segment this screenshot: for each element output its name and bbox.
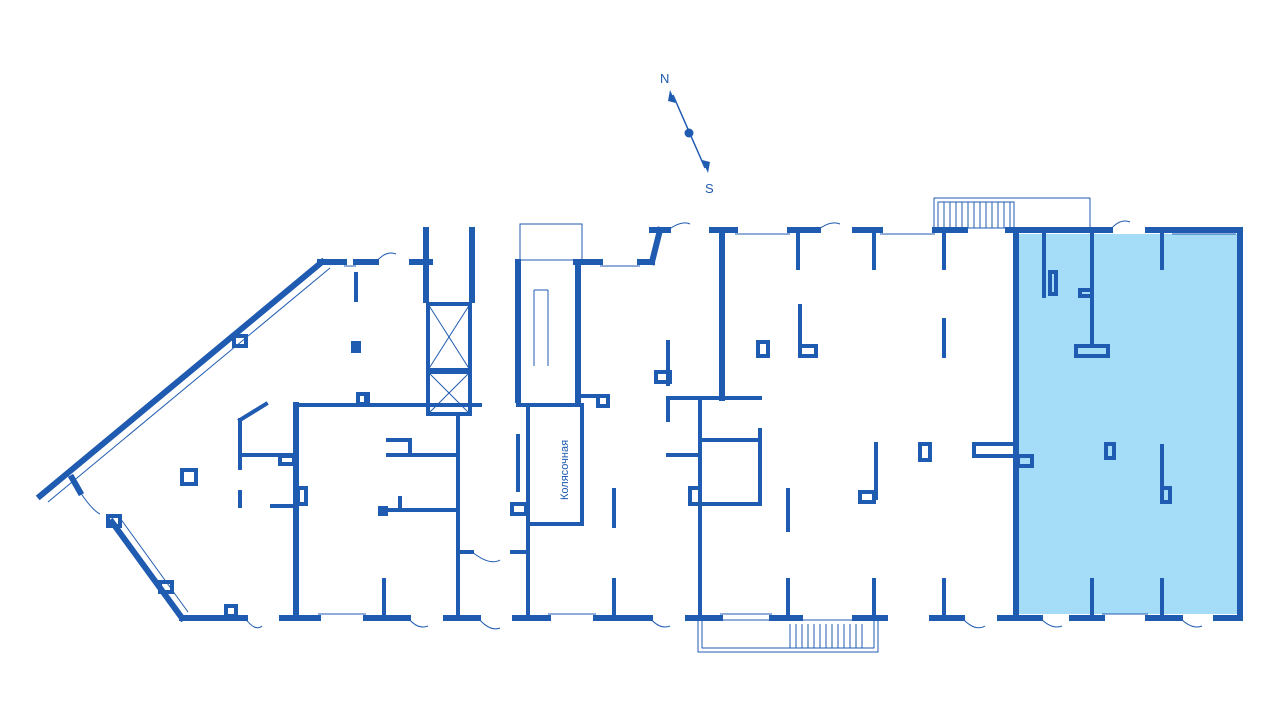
compass-north-label: N: [660, 71, 669, 86]
elevator-shafts: [423, 227, 475, 416]
compass-south-label: S: [705, 181, 714, 196]
stroller-room-label: Колясочная: [559, 440, 571, 500]
interior-walls: [237, 227, 1164, 621]
columns: [106, 270, 1172, 618]
outer-walls: [35, 226, 1243, 623]
highlighted-unit[interactable]: [1018, 234, 1238, 614]
door-arcs: [79, 220, 1203, 630]
entrance-stairs-top: [933, 197, 1091, 229]
entrance-stairs-bottom: [697, 619, 879, 653]
compass: N S: [660, 71, 714, 196]
staircase: [515, 223, 583, 403]
